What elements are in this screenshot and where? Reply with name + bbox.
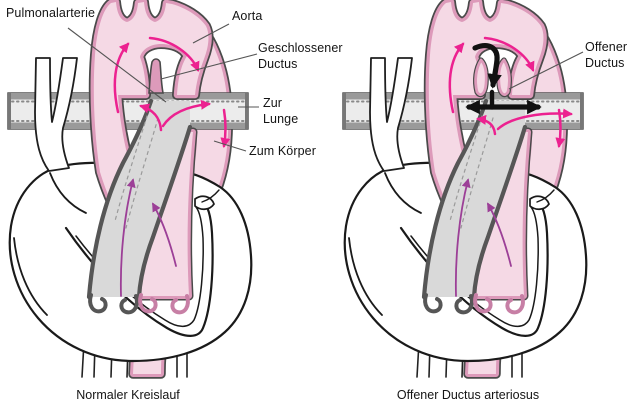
leader-aorta (192, 23, 230, 44)
panel-normal-circulation (7, 0, 253, 379)
label-to-lung-line1: Zur (263, 96, 283, 110)
leader-to-body (213, 140, 247, 152)
label-closed-ductus: Geschlossener Ductus (258, 41, 343, 72)
pulmonary-trunk (86, 98, 193, 300)
label-open-ductus-line1: Offener (585, 40, 628, 54)
purple-ventricle-arrows (119, 178, 177, 297)
label-closed-ductus-line2: Ductus (258, 56, 298, 71)
valve-cusps (88, 293, 190, 315)
caption-open-ductus-arteriosus: Offener Ductus arteriosus (396, 388, 540, 402)
purple-ventricle-arrows (454, 178, 512, 297)
valve-cusps (423, 293, 525, 315)
black-shunt-arrows (465, 43, 542, 115)
pink-flow-arrows (113, 36, 231, 148)
caption-normal-circulation: Normaler Kreislauf (76, 388, 180, 402)
pink-flow-arrows (448, 36, 573, 148)
label-open-ductus-line2: Ductus (585, 55, 625, 70)
label-closed-ductus-line1: Geschlossener (258, 41, 343, 55)
superior-vena-cava (34, 57, 78, 172)
label-aorta: Aorta (232, 9, 263, 23)
label-to-body: Zum Körper (249, 144, 316, 158)
label-to-lung: Zur Lunge (263, 96, 298, 127)
panel-open-ductus (342, 0, 588, 379)
label-open-ductus: Offener Ductus (585, 40, 627, 71)
superior-vena-cava (369, 57, 413, 172)
leader-pulmonary-artery (67, 27, 167, 103)
label-leader-lines (67, 23, 584, 152)
leader-open-ductus (508, 51, 584, 90)
closed-ductus (148, 58, 164, 94)
label-to-lung-line2: Lunge (263, 111, 299, 126)
label-pulmonary-artery: Pulmonalarterie (6, 6, 96, 20)
leader-closed-ductus (160, 53, 258, 80)
